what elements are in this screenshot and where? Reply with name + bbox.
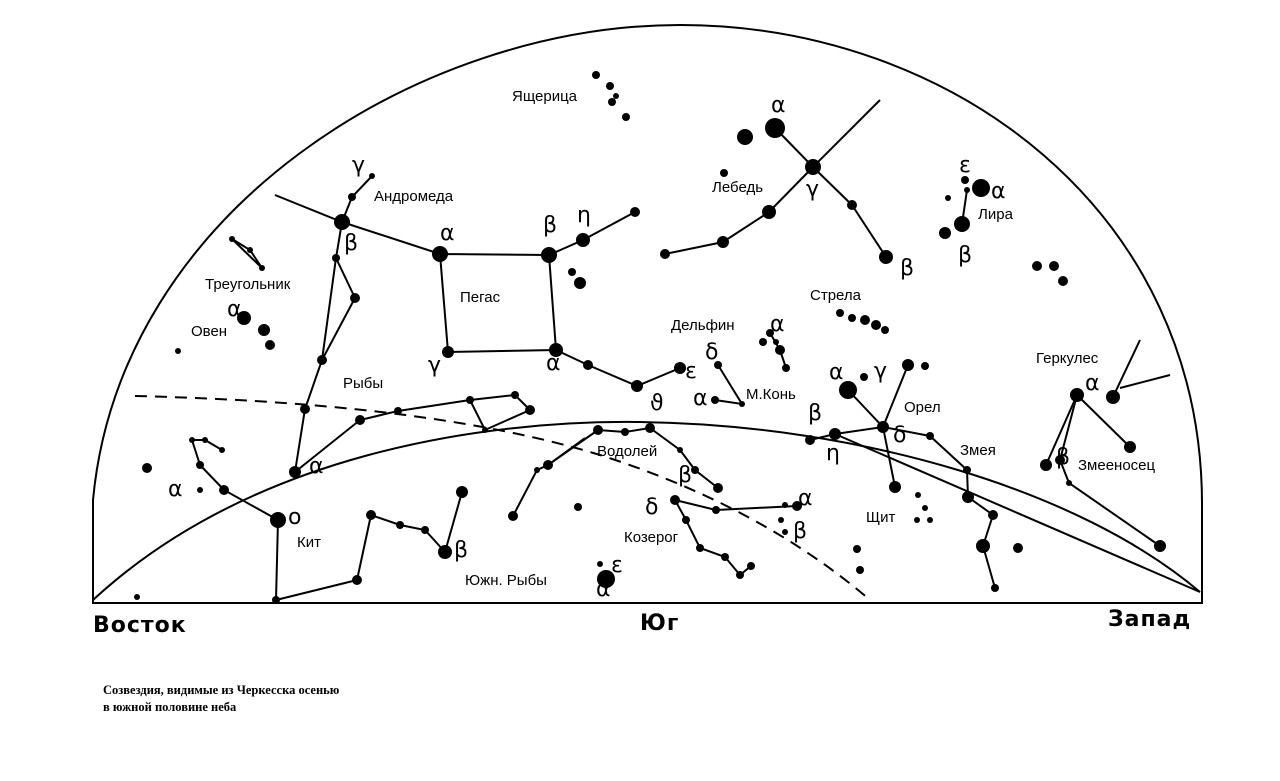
label-hercules: Геркулес [1036, 350, 1099, 367]
greek-label: ε [959, 153, 971, 178]
label-cetus: Кит [297, 534, 321, 551]
label-equuleus: М.Конь [746, 386, 796, 403]
greek-label: β [454, 538, 468, 563]
greek-label: γ [352, 153, 365, 178]
label-aries: Овен [191, 323, 227, 340]
greek-label: α [770, 312, 785, 337]
greek-label: α [693, 386, 708, 411]
label-lacerta: Ящерица [512, 88, 578, 105]
greek-label: α [829, 360, 844, 385]
greek-label: δ [893, 423, 906, 448]
label-scutum: Щит [866, 509, 895, 526]
label-ophiuchus: Змееносец [1078, 457, 1156, 474]
direction-south: Юг [640, 611, 679, 636]
greek-label: α [991, 179, 1006, 204]
label-triangulum: Треугольник [205, 276, 291, 293]
greek-label: β [678, 463, 692, 488]
greek-label: δ [645, 495, 658, 520]
greek-label: ϑ [650, 391, 664, 416]
label-capricornus: Козерог [624, 529, 679, 546]
greek-label: α [440, 221, 455, 246]
greek-label: γ [874, 359, 887, 384]
label-serpens: Змея [960, 442, 996, 459]
greek-label: ε [685, 359, 697, 384]
greek-label: α [1085, 371, 1100, 396]
label-piscis-austrinus: Южн. Рыбы [465, 572, 547, 589]
greek-label: δ [705, 340, 718, 365]
direction-west: Запад [1108, 607, 1191, 632]
greek-label: α [798, 486, 813, 511]
greek-label: β [543, 213, 557, 238]
map-caption: Созвездия, видимые из Черкесска осенью в… [103, 682, 339, 716]
label-pegasus: Пегас [460, 289, 501, 306]
label-andromeda: Андромеда [374, 188, 454, 205]
greek-label: β [793, 519, 807, 544]
label-aquarius: Водолей [597, 443, 657, 460]
label-sagitta: Стрела [810, 287, 862, 304]
sky-dome-outline [92, 23, 1204, 604]
ecliptic [134, 395, 871, 601]
star-designations: γ β α β η γ α α γ β ε α β α α δ ε ϑ α α … [168, 93, 1100, 602]
greek-label: α [546, 351, 561, 376]
label-cygnus: Лебедь [712, 179, 763, 196]
caption-line-2: в южной половине неба [103, 700, 237, 714]
constellation-labels: Ящерица Андромеда Пегас Лебедь Лира Треу… [191, 88, 1156, 589]
label-delphinus: Дельфин [671, 317, 735, 334]
direction-east: Восток [93, 613, 187, 638]
label-lyra: Лира [978, 206, 1014, 223]
greek-label: α [227, 297, 242, 322]
greek-label: η [577, 203, 591, 228]
greek-label: β [958, 243, 972, 268]
label-pisces: Рыбы [343, 375, 383, 392]
greek-label: o [288, 505, 301, 530]
greek-label: γ [806, 177, 819, 202]
label-aquila: Орел [904, 399, 941, 416]
greek-label: α [168, 477, 183, 502]
greek-label: α [771, 93, 786, 118]
stars [134, 71, 1166, 604]
greek-label: α [309, 454, 324, 479]
greek-label: η [826, 441, 840, 466]
greek-label: β [1056, 445, 1070, 470]
greek-label: β [900, 256, 914, 281]
celestial-equator [92, 420, 1201, 601]
greek-label: ε [611, 553, 623, 578]
greek-label: β [808, 401, 822, 426]
greek-label: α [596, 577, 611, 602]
greek-label: β [344, 231, 358, 256]
caption-line-1: Созвездия, видимые из Черкесска осенью [103, 683, 340, 697]
greek-label: γ [428, 353, 441, 378]
